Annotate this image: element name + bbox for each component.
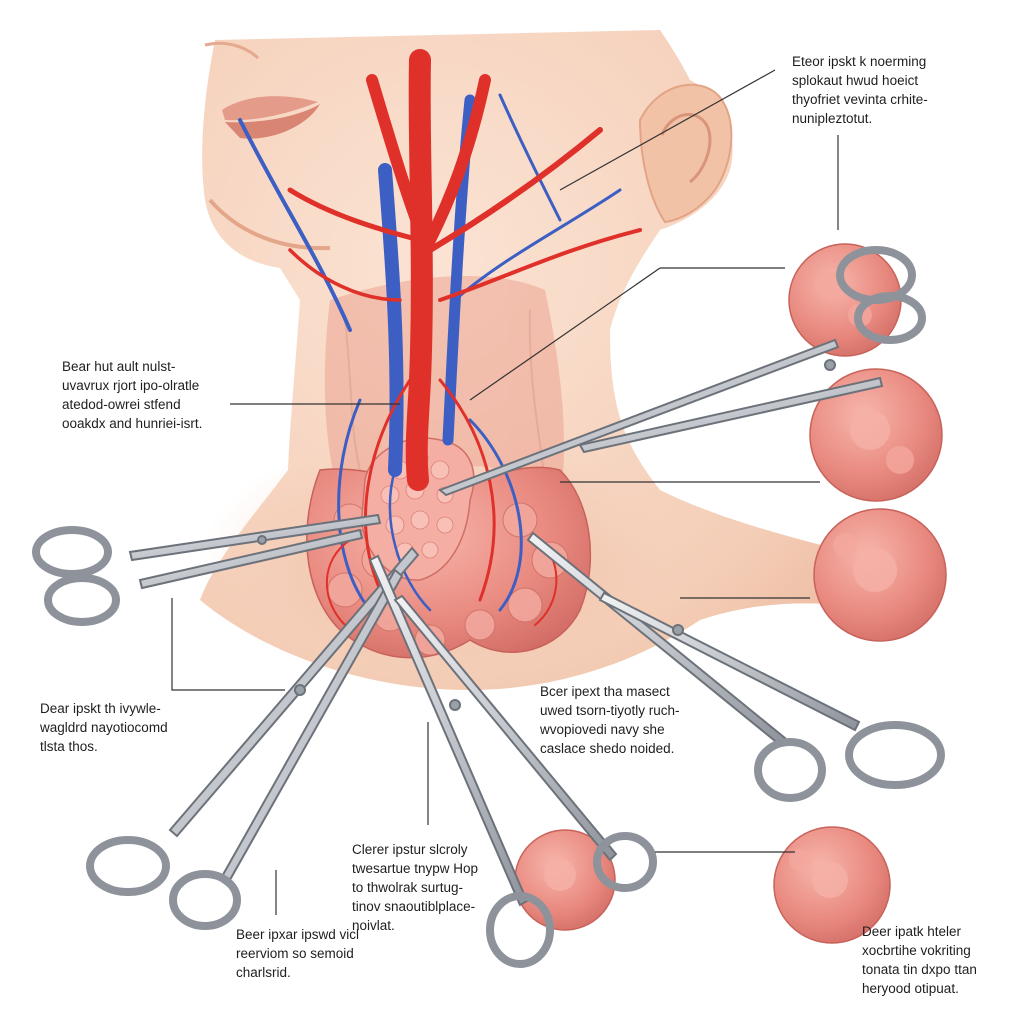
scissors-center-left [86, 546, 420, 930]
label-line: atedod-owrei stfend [62, 397, 181, 412]
label-line: to thwolrak surtug- [352, 880, 464, 895]
callout-label-bottom-mid: Clerer ipstur slcroly twesartue tnypw Ho… [352, 840, 478, 935]
label-line: heryood otipuat. [862, 981, 959, 996]
label-line: Bear hut ault nulst- [62, 359, 176, 374]
label-line: tinov snaoutiblplace- [352, 899, 476, 914]
tissue-specimen [788, 243, 902, 357]
label-line: Beer ipxar ipswd vicl [236, 927, 360, 942]
label-line: Dear ipskt th ivywle- [40, 701, 161, 716]
label-line: splokaut hwud hoeict [792, 73, 919, 88]
label-line: reerviom so semoid [236, 946, 354, 961]
label-line: tlsta thos. [40, 739, 98, 754]
tissue-specimen [773, 826, 891, 944]
label-line: twesartue tnypw Hop [352, 861, 479, 876]
arteries [287, 49, 642, 626]
tissue-specimen [813, 508, 947, 642]
label-line: nunipleztotut. [792, 111, 873, 126]
callout-label-left-low: Dear ipskt th ivywle- wagldrd nayotiocom… [40, 699, 168, 756]
label-line: Eteor ipskt k noerming [792, 54, 927, 69]
label-line: uwed tsorn-tiyotly ruch- [540, 703, 680, 718]
label-line: uvavrux rjort ipo-olratle [62, 378, 200, 393]
label-line: charlsrid. [236, 965, 291, 980]
label-line: Bcer ipext tha masect [540, 684, 670, 699]
callout-label-top-right: Eteor ipskt k noerming splokaut hwud hoe… [792, 52, 928, 128]
scissors-left [32, 513, 382, 626]
label-line: xocbrtihe vokriting [862, 943, 971, 958]
scissors-top-right [438, 246, 926, 497]
callout-label-bottom-right: Deer ipatk hteler xocbrtihe vokriting to… [862, 922, 977, 998]
label-line: noivlat. [352, 918, 395, 933]
neck-muscle-layer [324, 276, 565, 500]
label-line: wvopiovedi navy she [540, 722, 665, 737]
tissue-specimen [809, 368, 943, 502]
label-line: tonata tin dxpo ttan [862, 962, 977, 977]
label-line: thyofriet vevinta crhite- [792, 92, 928, 107]
label-line: Clerer ipstur slcroly [352, 842, 468, 857]
scissors-right-low [526, 531, 945, 802]
label-line: wagldrd nayotiocomd [40, 720, 168, 735]
callout-label-left-mid: Bear hut ault nulst- uvavrux rjort ipo-o… [62, 357, 202, 433]
leader-lines [171, 69, 839, 915]
label-line: ooakdx and hunriei-isrt. [62, 416, 203, 431]
label-line: caslace shedo noided. [540, 741, 675, 756]
callout-label-center-right: Bcer ipext tha masect uwed tsorn-tiyotly… [540, 682, 680, 758]
scissors-center-down [368, 554, 657, 968]
callout-label-bottom-left: Beer ipxar ipswd vicl reerviom so semoid… [236, 925, 359, 982]
surgical-scissors [32, 246, 945, 968]
label-line: Deer ipatk hteler [862, 924, 962, 939]
